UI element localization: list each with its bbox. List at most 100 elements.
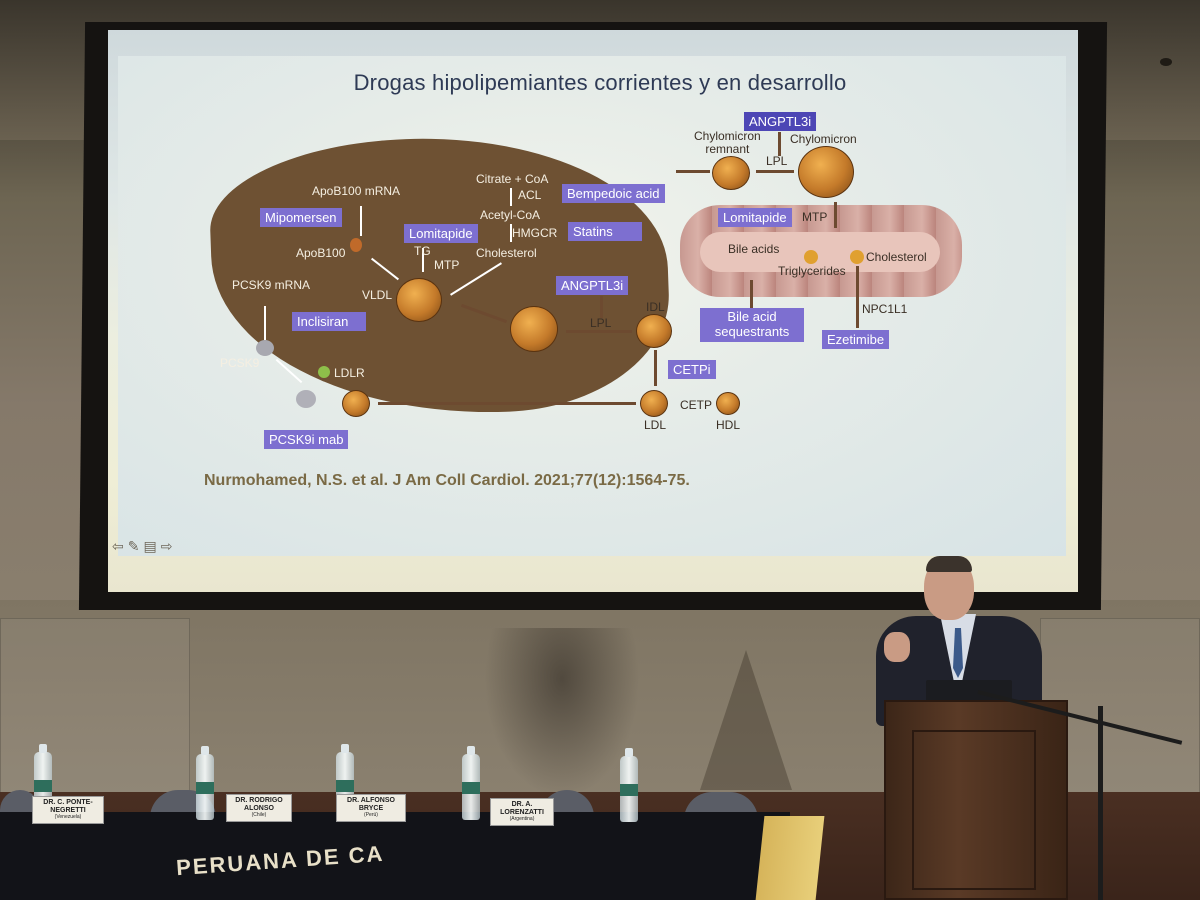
drug-box-mipomersen: Mipomersen [260,208,342,227]
lipoprotein-particle [510,306,558,352]
pathway-arrow [834,202,837,228]
label-cetp: CETP [680,398,713,412]
nameplate-country: (Argentina) [509,816,535,823]
pathway-arrow [600,296,603,318]
label-bile-acids: Bile acids [728,242,780,256]
label-ldl: LDL [644,418,667,432]
nameplate: DR. C. PONTE-NEGRETTI (Venezuela) [32,796,104,824]
hdl-particle [716,392,740,415]
pathway-arrow [654,350,657,386]
apob100-dot [350,238,362,252]
label-pcsk9-mrna: PCSK9 mRNA [232,278,311,292]
label-ldlr: LDLR [334,366,365,380]
label-pcsk9: PCSK9 [220,356,260,370]
pathway-arrow [750,280,753,314]
wall-panel [0,618,190,794]
label-apob100: ApoB100 [296,246,346,260]
wall-shadow [700,650,792,790]
label-lpl-top: LPL [766,154,788,168]
label-chylomicron-remnant: Chylomicron remnant [694,129,761,157]
drug-box-inclisiran: Inclisiran [292,312,366,331]
slide-title: Drogas hipolipemiantes corrientes y en d… [353,70,847,95]
label-idl: IDL [646,300,665,314]
nameplate-name: DR. RODRIGO ALONSO [235,797,283,813]
liver-arrow [264,306,266,340]
label-acetyl-coa: Acetyl-CoA [480,208,541,222]
gut-cholesterol-dot [850,250,864,264]
label-lpl-mid: LPL [590,316,612,330]
ceiling-light [1160,58,1172,66]
water-bottle [462,746,480,820]
nameplate: DR. RODRIGO ALONSO (Chile) [226,794,292,822]
drug-box-lomitapide-gut: Lomitapide [718,208,792,227]
drug-box-ezetimibe: Ezetimibe [822,330,890,349]
label-hmgcr: HMGCR [512,226,558,240]
pathway-arrow [756,170,794,173]
drug-box-lomitapide-liver: Lomitapide [404,224,478,243]
speaker-shadow [484,628,640,798]
label-citrate-coa: Citrate + CoA [476,172,549,186]
ldlr-dot [318,366,330,378]
liver-arrow [510,188,512,206]
pathway-arrow [566,330,632,333]
ldl-particle [640,390,668,417]
bottle-label [620,784,638,796]
pathway-arrow [778,132,781,156]
label-acl: ACL [518,188,542,202]
drug-box-cetpi: CETPi [668,360,716,379]
label-cholesterol-liver: Cholesterol [476,246,537,260]
label-cholesterol-gut: Cholesterol [866,250,927,264]
label-hdl: HDL [716,418,741,432]
chylomicron-particle [798,146,854,198]
nameplate: DR. A. LORENZATTI (Argentina) [490,798,554,826]
nameplate-country: (Chile) [251,812,267,819]
liver-arrow [422,248,424,272]
drug-box-statins: Statins [568,222,642,241]
water-bottle [620,748,638,822]
gut-triglyceride-dot [804,250,818,264]
bottle-label [196,782,214,794]
panel-table [0,812,790,900]
liver-arrow [510,224,512,242]
label-mtp-liver: MTP [434,258,460,272]
label-vldl: VLDL [362,288,393,302]
liver-ldl-particle [342,390,370,417]
microphone-stand [1098,706,1103,900]
nameplate-name: DR. ALFONSO BRYCE [347,797,395,813]
speaker-hand [884,632,910,662]
nameplate-country: (Venezuela) [54,814,82,821]
bottle-label [336,780,354,792]
drug-box-angptl3i-top: ANGPTL3i [744,112,817,131]
bottle-label [462,782,480,794]
nameplate-country: (Perú) [364,812,378,819]
drug-box-pcsk9i-mab: PCSK9i mab [264,430,349,449]
nameplate: DR. ALFONSO BRYCE (Perú) [336,794,406,822]
label-mtp-gut: MTP [802,210,828,224]
pathway-arrow [676,170,710,173]
label-npc1l1: NPC1L1 [862,302,908,316]
chylomicron-remnant-particle [712,156,750,190]
slide-nav-icons: ⇦✎▤⇨ [112,538,177,554]
pcsk9-blob [256,340,274,356]
vldl-particle [396,278,442,322]
nameplate-name: DR. A. LORENZATTI [500,801,544,817]
intestine-lumen [700,232,940,272]
pcsk9-receptor-blob [296,390,316,408]
drug-box-bempedoic-acid: Bempedoic acid [562,184,665,203]
speaker-tie [953,628,963,678]
label-apob100-mrna: ApoB100 mRNA [312,184,401,198]
podium-panel [912,730,1036,890]
slide-citation: Nurmohamed, N.S. et al. J Am Coll Cardio… [204,472,690,489]
label-triglycerides: Triglycerides [778,264,846,278]
liver-arrow [360,206,362,236]
pathway-arrow [856,266,859,328]
nameplate-name: DR. C. PONTE-NEGRETTI [43,799,93,815]
water-bottle [196,746,214,820]
drug-box-bile-acid-sequestrants: Bile acid sequestrants [700,308,804,342]
drug-box-angptl3i-mid: ANGPTL3i [556,276,629,295]
label-tg: TG [414,244,431,258]
bottle-label [34,780,52,792]
speaker-hair [926,556,972,572]
table-flag [755,816,825,900]
idl-particle [636,314,672,348]
